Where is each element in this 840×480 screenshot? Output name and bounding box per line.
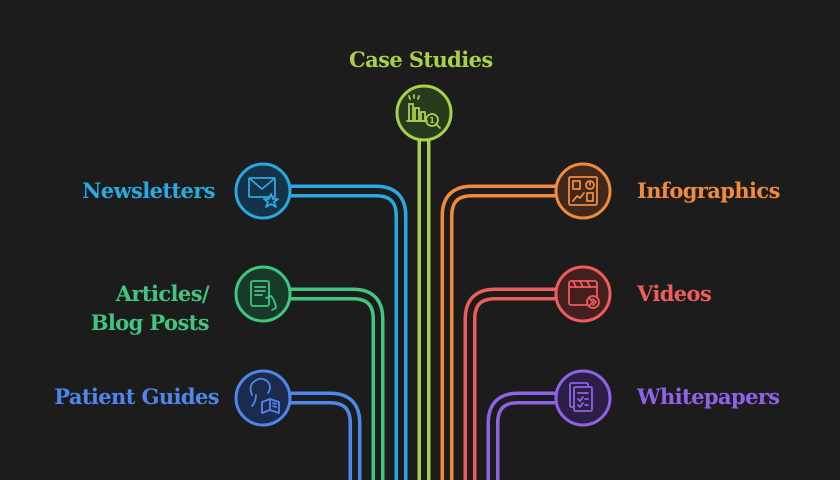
articles-label-line2: Blog Posts [90,310,210,335]
articles-node [234,265,292,323]
infographics-label: Infographics [637,178,780,203]
case-studies-node: 1 [395,84,453,142]
connector-infographics [440,184,556,480]
tablet-hand-icon [250,280,277,311]
newsletters-label: Newsletters [82,178,215,203]
whitepapers-node [554,369,612,427]
envelope-star-icon [248,177,279,208]
reader-book-icon [249,377,280,414]
connector-articles [290,287,385,480]
videos-node [554,265,612,323]
svg-text:1: 1 [429,116,435,125]
articles-label-line1: Articles/ [115,281,210,306]
connector-patient-guides [290,391,362,480]
whitepapers-label: Whitepapers [637,384,780,409]
infographic-board-icon [568,176,598,206]
patient-guides-label: Patient Guides [54,384,219,409]
connectors [290,140,556,480]
case-studies-label: Case Studies [349,47,493,72]
videos-label: Videos [637,281,712,306]
stacked-documents-icon [569,382,593,412]
video-clapper-icon [568,280,600,309]
connector-videos [463,287,556,480]
chart-magnifier-icon: 1 [406,94,441,129]
connector-whitepapers [486,391,556,480]
infographics-node [554,162,612,220]
newsletters-node [234,162,292,220]
patient-guides-node [234,369,292,427]
